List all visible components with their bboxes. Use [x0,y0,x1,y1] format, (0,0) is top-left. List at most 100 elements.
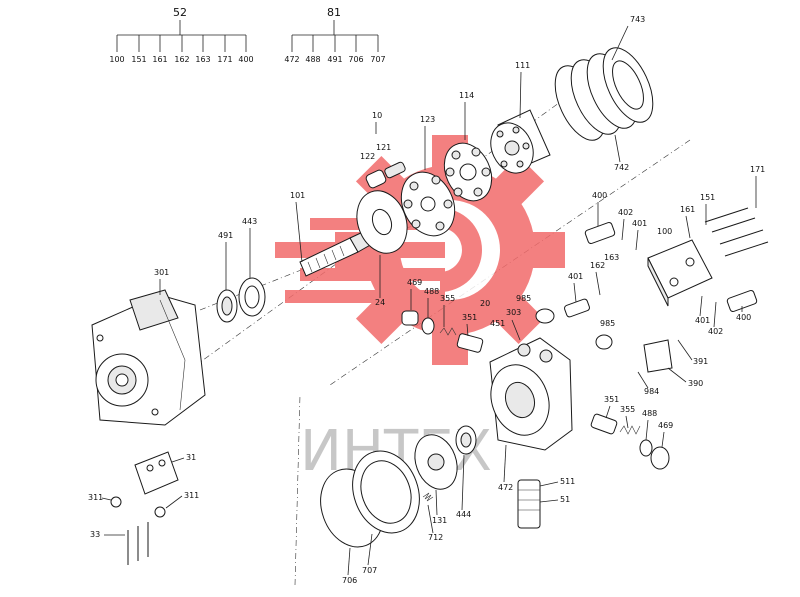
callout-151: 151 [700,193,715,202]
group-52-item: 161 [152,55,167,64]
callout-355-lower: 355 [620,405,635,414]
callout-401-mid: 401 [568,272,583,281]
part-707-ring [352,450,420,534]
callout-351-upper: 351 [462,313,477,322]
group-81-item: 488 [305,55,320,64]
callout-51: 51 [560,495,570,504]
callout-469-lower: 469 [658,421,673,430]
part-303-rear-housing [489,337,573,451]
callout-33: 33 [90,530,100,539]
callout-451: 451 [490,319,505,328]
callout-161: 161 [680,205,695,214]
part-122-piston [365,169,387,189]
part-985-plug [535,308,613,350]
callout-391: 391 [693,357,708,366]
callout-400-right: 400 [736,313,751,322]
callout-488-lower: 488 [642,409,657,418]
part-390-plate [643,339,673,373]
callout-443: 443 [242,217,257,226]
callout-400-left: 400 [592,191,607,200]
part-444-bearing [455,425,477,455]
part-51-fitting [517,479,541,529]
group-52-tree: 52 100 151 161 162 163 171 400 [109,6,253,64]
callout-355-upper: 355 [440,294,455,303]
callout-303: 303 [506,308,521,317]
callout-742: 742 [614,163,629,172]
callout-311-right: 311 [184,491,199,500]
callout-511: 511 [560,477,575,486]
callout-469-upper: 469 [407,278,422,287]
group-52-item: 151 [131,55,146,64]
callout-707: 707 [362,566,377,575]
part-301-housing [91,289,206,426]
part-469-cap-lower [639,439,670,470]
callout-162: 162 [590,261,605,270]
callout-712: 712 [428,533,443,542]
part-100-valve-block [647,239,713,307]
callout-743: 743 [630,15,645,24]
callout-985-upper: 985 [516,294,531,303]
callouts: 743 111 114 123 10 121 122 742 101 491 4… [88,15,765,585]
group-81-item: 472 [284,55,299,64]
group-81-item: 706 [348,55,363,64]
callout-401-left: 401 [632,219,647,228]
callout-31: 31 [186,453,196,462]
part-24-plate [356,190,408,254]
part-31-block [110,451,179,565]
callout-472: 472 [498,483,513,492]
group-52-item: 162 [174,55,189,64]
part-351-spool-upper [456,333,484,353]
part-491-seal [216,289,238,323]
part-712-spring [422,492,434,502]
part-123-retainer [400,171,456,237]
part-355-spring-lower [619,425,641,435]
group-81-item: 491 [327,55,342,64]
callout-10: 10 [372,111,382,120]
callout-984: 984 [644,387,659,396]
group-81-tree: 81 472 488 491 706 707 [284,6,385,64]
group-52-item: 100 [109,55,124,64]
callout-20: 20 [480,299,490,308]
callout-131: 131 [432,516,447,525]
part-121-shoe [384,161,406,179]
group-81-item: 707 [370,55,385,64]
callout-100: 100 [657,227,672,236]
part-111-cylinder [490,109,551,174]
callout-351-lower: 351 [604,395,619,404]
callout-122: 122 [360,152,375,161]
part-114-plate [443,142,493,202]
group-52-item: 163 [195,55,210,64]
group-52-item: 171 [217,55,232,64]
group-52-label: 52 [173,6,187,19]
group-81-label: 81 [327,6,341,19]
callout-101: 101 [290,191,305,200]
callout-163: 163 [604,253,619,262]
part-171-bolts [704,207,769,257]
part-400-plug-right [726,289,758,313]
callout-706: 706 [342,576,357,585]
group-52-item: 400 [238,55,253,64]
callout-171: 171 [750,165,765,174]
part-443-bearing [238,277,266,317]
callout-444: 444 [456,510,471,519]
callout-491: 491 [218,231,233,240]
callout-401-right: 401 [695,316,710,325]
part-400-plug-left [584,221,616,245]
callout-24: 24 [375,298,385,307]
part-131-plate [414,434,458,490]
part-401-plug-mid [564,298,590,318]
callout-390: 390 [688,379,703,388]
callout-402-left: 402 [618,208,633,217]
callout-114: 114 [459,91,474,100]
callout-488-upper: 488 [424,287,439,296]
callout-121: 121 [376,143,391,152]
callout-123: 123 [420,115,435,124]
callout-301: 301 [154,268,169,277]
callout-311-left: 311 [88,493,103,502]
part-351-spool-lower [590,413,618,435]
callout-111: 111 [515,61,530,70]
part-743-742-discs [554,47,654,141]
callout-985-lower: 985 [600,319,615,328]
